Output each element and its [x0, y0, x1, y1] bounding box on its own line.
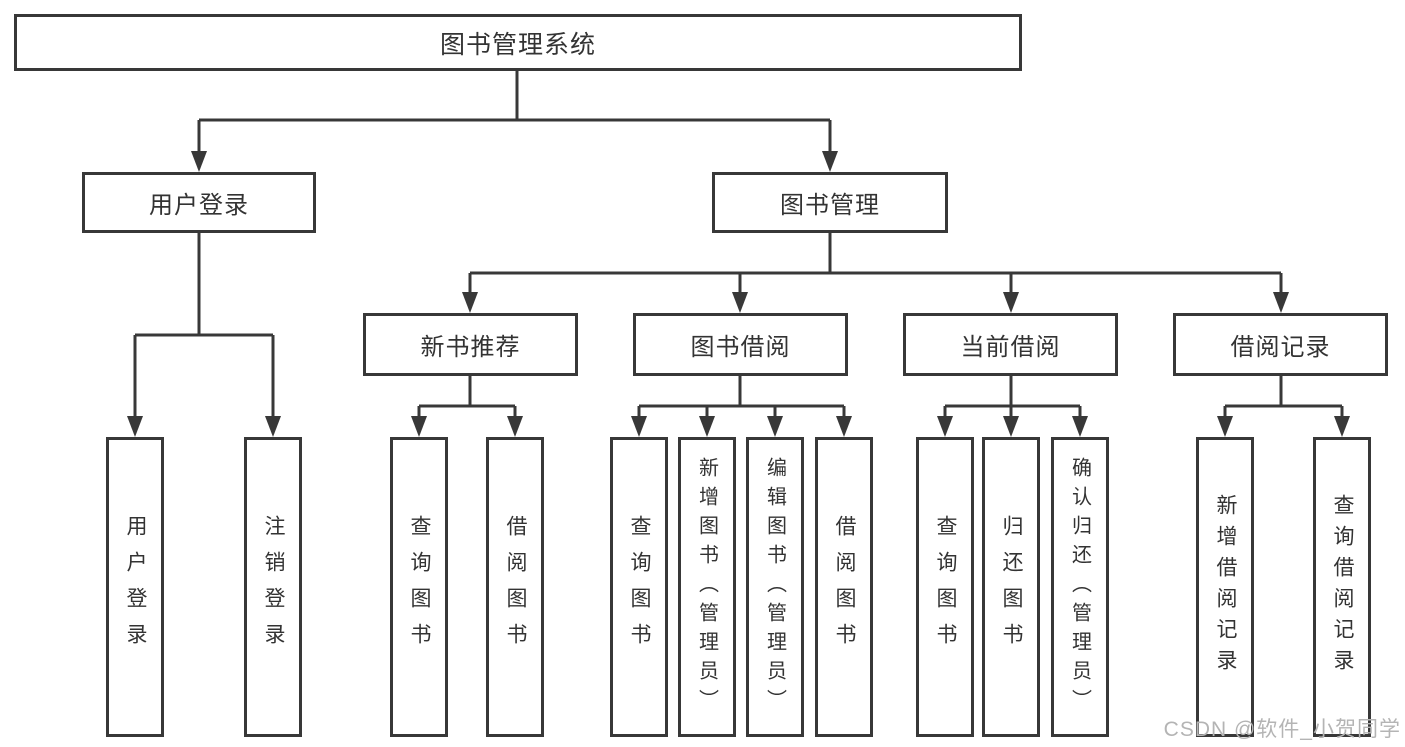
leaf-confirm-return-admin: 确认归还（管理员）	[1051, 437, 1109, 737]
node-label: 注销登录	[262, 515, 285, 659]
node-label: 新书推荐	[420, 334, 521, 361]
node-label: 归还图书	[1000, 515, 1023, 659]
node-library-management-system: 图书管理系统	[14, 14, 1022, 71]
node-current-borrowing: 当前借阅	[903, 313, 1118, 376]
node-book-borrowing: 图书借阅	[633, 313, 848, 376]
node-label: 新增图书（管理员）	[695, 456, 718, 718]
node-label: 借阅记录	[1230, 334, 1331, 361]
node-borrow-records: 借阅记录	[1173, 313, 1388, 376]
leaf-query-borrow-record: 查询借阅记录	[1313, 437, 1371, 737]
node-label: 借阅图书	[504, 515, 527, 659]
leaf-logout: 注销登录	[244, 437, 302, 737]
node-label: 图书管理	[780, 192, 880, 219]
node-label: 查询图书	[408, 515, 431, 659]
csdn-watermark: CSDN @软件_小贺同学	[1163, 718, 1401, 741]
leaf-edit-books-admin: 编辑图书（管理员）	[746, 437, 804, 737]
node-label: 确认归还（管理员）	[1068, 456, 1091, 718]
node-label: 图书管理系统	[439, 30, 596, 59]
node-label: 用户登录	[124, 515, 147, 659]
node-new-book-recommend: 新书推荐	[363, 313, 578, 376]
leaf-add-borrow-record: 新增借阅记录	[1196, 437, 1254, 737]
node-label: 查询图书	[628, 515, 651, 659]
leaf-query-books: 查询图书	[610, 437, 668, 737]
node-label: 当前借阅	[960, 334, 1061, 361]
node-label: 借阅图书	[833, 515, 856, 659]
node-label: 用户登录	[149, 192, 249, 219]
node-label: 查询借阅记录	[1331, 494, 1354, 680]
node-label: 编辑图书（管理员）	[763, 456, 786, 718]
leaf-add-books-admin: 新增图书（管理员）	[678, 437, 736, 737]
node-label: 新增借阅记录	[1214, 494, 1237, 680]
leaf-borrow-books: 借阅图书	[486, 437, 544, 737]
node-label: 查询图书	[934, 515, 957, 659]
leaf-borrow-books: 借阅图书	[815, 437, 873, 737]
leaf-user-login: 用户登录	[106, 437, 164, 737]
leaf-query-books: 查询图书	[390, 437, 448, 737]
node-book-management: 图书管理	[712, 172, 948, 233]
node-label: 图书借阅	[690, 334, 791, 361]
leaf-query-books: 查询图书	[916, 437, 974, 737]
node-user-login: 用户登录	[82, 172, 316, 233]
leaf-return-books: 归还图书	[982, 437, 1040, 737]
